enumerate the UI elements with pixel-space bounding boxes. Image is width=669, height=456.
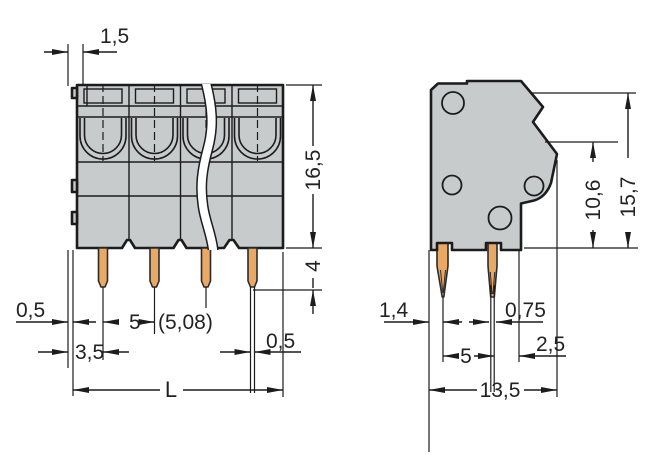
side-hole xyxy=(487,205,513,231)
dim-front-total-length: L xyxy=(73,377,283,402)
side-hole xyxy=(523,175,545,197)
dim-side-total-height: 15,7 xyxy=(617,93,640,248)
dim-side-depth: 13,5 xyxy=(429,379,557,402)
dim-label: 13,5 xyxy=(480,379,521,402)
dim-front-pitch: 5 (5,08) xyxy=(103,311,213,334)
dim-label: 10,6 xyxy=(582,180,605,221)
dim-label: 5 xyxy=(129,311,141,334)
dim-front-end-gap: 1,5 xyxy=(44,25,129,86)
dim-label: 16,5 xyxy=(302,150,325,191)
side-hole xyxy=(441,91,465,115)
dim-front-height: 16,5 xyxy=(286,84,325,249)
dim-label: 5 xyxy=(460,345,472,368)
dim-side-pin-thickness: 0,75 xyxy=(469,299,546,325)
dim-side-pin-spacing: 5 xyxy=(443,345,494,368)
dim-label: 0,5 xyxy=(266,330,295,353)
dim-side-step-offset: 2,5 xyxy=(519,333,566,359)
dim-label: 1,4 xyxy=(379,299,409,322)
dim-side-upper-height: 10,6 xyxy=(582,142,605,248)
break-line-wave xyxy=(196,84,219,250)
dim-label: (5,08) xyxy=(158,311,213,334)
side-view: 15,7 10,6 1,4 0,75 5 2,5 xyxy=(379,79,640,452)
dim-label: L xyxy=(165,377,177,402)
dim-label: 15,7 xyxy=(617,177,640,218)
dim-label: 2,5 xyxy=(536,333,565,356)
dim-label: 4 xyxy=(302,260,325,272)
side-housing-body xyxy=(429,79,559,252)
dim-label: 0,5 xyxy=(16,299,45,322)
dim-front-pin-offset: 3,5 xyxy=(38,341,129,364)
front-solder-pins xyxy=(97,247,258,288)
dim-front-tab-width: 0,5 xyxy=(16,299,96,325)
dim-label: 1,5 xyxy=(100,25,129,48)
dim-label: 3,5 xyxy=(75,341,104,364)
dim-front-pin-length: 4 xyxy=(253,260,325,314)
side-hole xyxy=(441,174,463,196)
dim-label: 0,75 xyxy=(505,299,546,322)
dim-front-pin-width: 0,5 xyxy=(220,330,301,355)
front-view: 1,5 16,5 4 0,5 5 xyxy=(16,25,325,402)
dim-side-edge-to-pin: 1,4 xyxy=(379,299,462,325)
